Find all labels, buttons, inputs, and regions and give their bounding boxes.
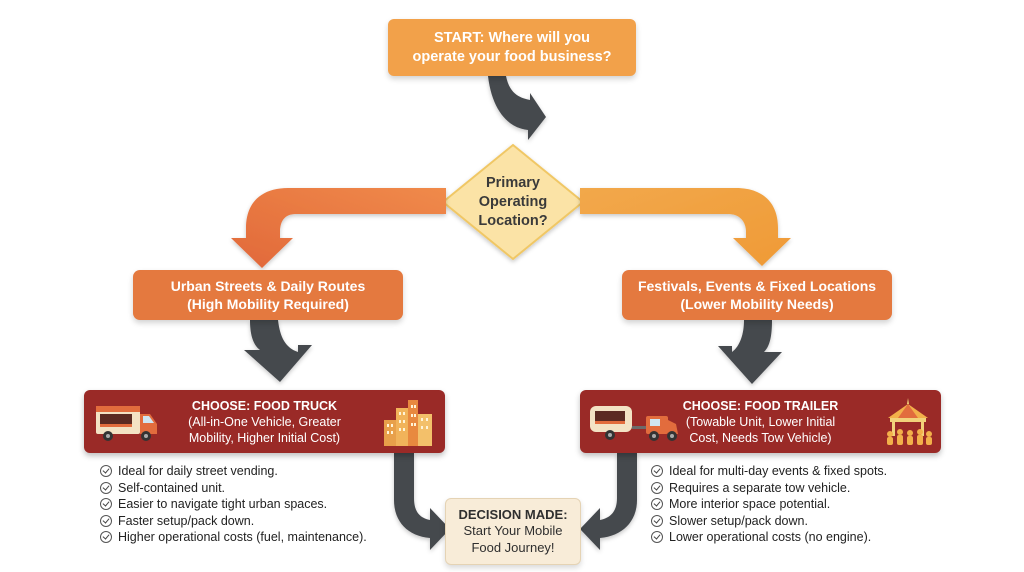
list-item: Self-contained unit. (100, 480, 367, 497)
list-item: Slower setup/pack down. (651, 513, 887, 530)
food-trailer-text: CHOOSE: FOOD TRAILER (Towable Unit, Lowe… (660, 398, 861, 446)
check-circle-icon (100, 481, 112, 494)
list-item: Lower operational costs (no engine). (651, 529, 887, 546)
check-circle-icon (100, 531, 112, 544)
arrow-festivals-to-trailer (718, 320, 782, 384)
start-node: START: Where will you operate your food … (388, 19, 636, 76)
list-item: Ideal for daily street vending. (100, 463, 367, 480)
check-circle-icon (100, 465, 112, 477)
check-circle-icon (651, 465, 663, 477)
list-item: Faster setup/pack down. (100, 513, 367, 530)
decision-made-node: DECISION MADE: Start Your Mobile Food Jo… (445, 498, 581, 565)
question-line-1: Primary (485, 174, 540, 191)
start-line-2: operate your food business? (412, 48, 612, 65)
food-trailer-line-2: (Towable Unit, Lower Initial (685, 415, 836, 429)
decision-diamond (441, 143, 585, 261)
urban-line-1: Urban Streets & Daily Routes (170, 278, 366, 294)
check-circle-icon (651, 514, 663, 527)
food-truck-icon (96, 406, 157, 441)
start-line-1: START: Where will you (433, 29, 591, 46)
check-circle-icon (651, 481, 663, 494)
check-circle-icon (651, 531, 663, 544)
urban-route-node: Urban Streets & Daily Routes (High Mobil… (133, 270, 403, 320)
question-line-2: Operating (478, 193, 548, 210)
arrow-question-to-urban (231, 188, 446, 268)
food-trailer-icon (590, 406, 678, 441)
arrow-trailer-to-decision (580, 453, 637, 550)
food-trailer-title: CHOOSE: FOOD TRAILER (682, 399, 839, 413)
arrow-urban-to-truck (244, 320, 312, 382)
food-truck-title: CHOOSE: FOOD TRUCK (191, 399, 338, 413)
food-trailer-points: Ideal for multi-day events & fixed spots… (651, 463, 887, 546)
food-truck-node: CHOOSE: FOOD TRUCK (All-in-One Vehicle, … (84, 390, 445, 453)
list-item: Ideal for multi-day events & fixed spots… (651, 463, 887, 480)
arrow-truck-to-decision (394, 453, 450, 550)
question-node: Primary Operating Location? (452, 172, 574, 232)
festivals-line-1: Festivals, Events & Fixed Locations (637, 278, 877, 294)
city-buildings-icon (384, 400, 432, 446)
check-circle-icon (651, 498, 663, 511)
food-trailer-line-3: Cost, Needs Tow Vehicle) (689, 431, 832, 445)
check-circle-icon (100, 514, 112, 527)
check-circle-icon (100, 498, 112, 511)
list-item: More interior space potential. (651, 496, 887, 513)
food-trailer-node: CHOOSE: FOOD TRAILER (Towable Unit, Lowe… (580, 390, 941, 453)
arrow-start-to-question (488, 76, 546, 140)
arrow-question-to-festivals (580, 188, 791, 266)
decision-line-2: Start Your Mobile (463, 523, 563, 539)
list-item: Easier to navigate tight urban spaces. (100, 496, 367, 513)
list-item: Higher operational costs (fuel, maintena… (100, 529, 367, 546)
decision-line-1: DECISION MADE: (458, 506, 568, 522)
question-line-3: Location? (478, 212, 548, 229)
festivals-route-node: Festivals, Events & Fixed Locations (Low… (622, 270, 892, 320)
list-item: Requires a separate tow vehicle. (651, 480, 887, 497)
food-truck-line-2: (All-in-One Vehicle, Greater (188, 415, 341, 429)
food-truck-points: Ideal for daily street vending. Self-con… (100, 463, 367, 546)
festival-tent-icon (887, 398, 932, 445)
festivals-line-2: (Lower Mobility Needs) (680, 296, 834, 312)
urban-line-2: (High Mobility Required) (187, 296, 349, 312)
decision-line-3: Food Journey! (471, 539, 555, 555)
food-truck-text: CHOOSE: FOOD TRUCK (All-in-One Vehicle, … (164, 398, 365, 446)
food-truck-line-3: Mobility, Higher Initial Cost) (188, 431, 341, 445)
